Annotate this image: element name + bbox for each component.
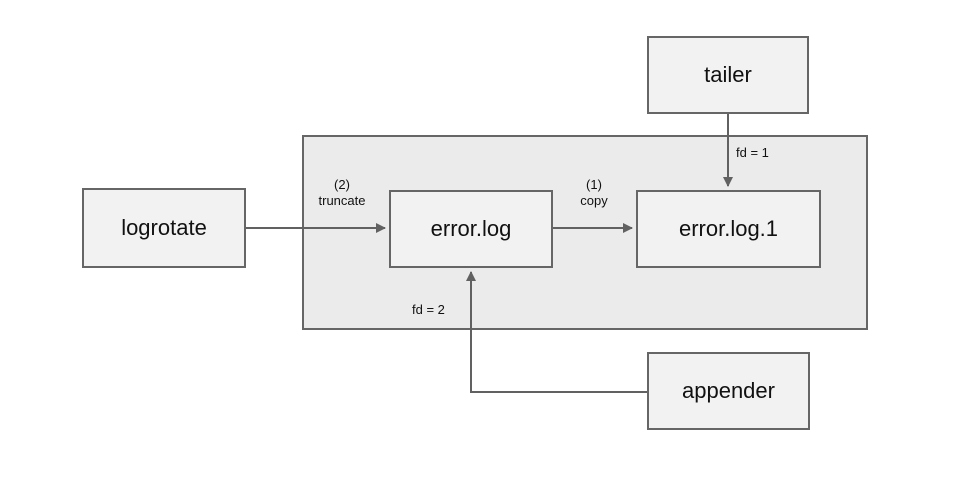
node-tailer-label: tailer	[704, 62, 752, 87]
node-appender-label: appender	[682, 378, 775, 403]
node-error-log-1: error.log.1	[636, 190, 821, 268]
edge-truncate-step: (2)	[334, 177, 350, 192]
edge-appender-fd-label: fd = 2	[412, 302, 445, 317]
edge-tailer-fd-label: fd = 1	[736, 145, 769, 160]
edge-copy-text: copy	[580, 193, 608, 208]
node-logrotate: logrotate	[82, 188, 246, 268]
edge-copy-step: (1)	[586, 177, 602, 192]
node-error-log: error.log	[389, 190, 553, 268]
node-tailer: tailer	[647, 36, 809, 114]
node-error-log-label: error.log	[430, 216, 512, 241]
node-logrotate-label: logrotate	[121, 215, 207, 240]
edge-truncate-label: (2) truncate	[319, 177, 366, 209]
edge-truncate-text: truncate	[318, 193, 366, 208]
node-appender: appender	[647, 352, 810, 430]
node-error-log-1-label: error.log.1	[678, 216, 779, 241]
edge-copy-label: (1) copy	[580, 177, 607, 209]
